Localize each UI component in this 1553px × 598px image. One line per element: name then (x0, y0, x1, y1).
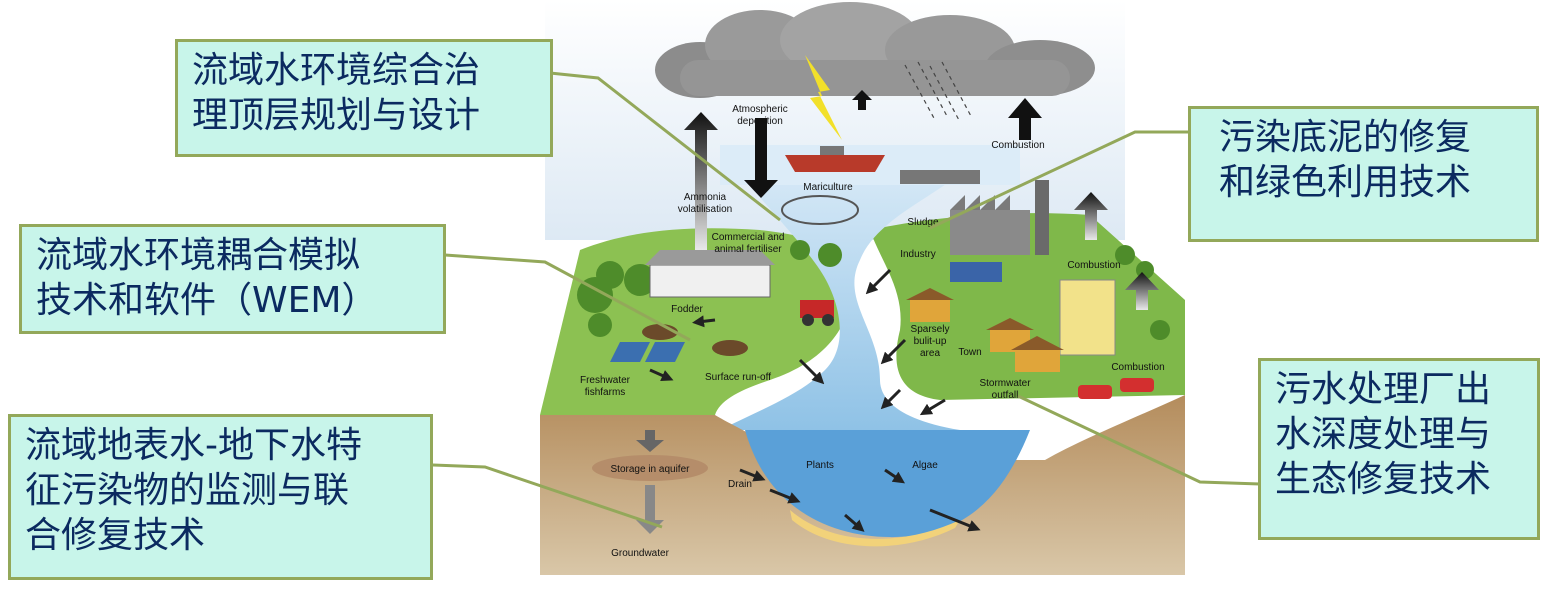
label-industry: Industry (900, 249, 936, 260)
farm-roof (645, 250, 775, 265)
label-atmospheric: Atmospheric (732, 104, 788, 115)
label-combustion-mid: Combustion (1067, 260, 1120, 271)
label-deposition: deposition (737, 116, 783, 127)
sediment (790, 510, 960, 547)
truck (950, 262, 1002, 282)
label-mariculture: Mariculture (803, 182, 853, 193)
label-ammonia: Ammonia (684, 192, 727, 203)
label-outfall: outfall (992, 390, 1019, 401)
cows (642, 324, 748, 356)
leader-bottom-left (432, 463, 663, 529)
callout-effluent-treatment: 污水处理厂出 水深度处理与 生态修复技术 (1258, 358, 1540, 540)
farm-building (649, 264, 771, 298)
lake (745, 430, 1030, 538)
label-builtup: bulit-up (914, 336, 947, 347)
leader-lines (432, 71, 1261, 529)
label-fertiliser-1: Commercial and (712, 232, 785, 243)
leader-top-left (549, 71, 781, 222)
label-freshwater: Freshwater (580, 375, 631, 386)
label-area: area (920, 348, 940, 359)
aquifer (592, 455, 708, 481)
rain (904, 61, 973, 123)
cars (1078, 378, 1154, 399)
label-groundwater: Groundwater (611, 548, 669, 559)
ship (785, 155, 885, 172)
houses (906, 288, 1064, 372)
leader-top-right (929, 130, 1190, 230)
tractor (800, 300, 834, 318)
callout-watershed-planning: 流域水环境综合治 理顶层规划与设计 (175, 39, 553, 157)
flow-arrows (649, 268, 981, 532)
fish-cage (781, 195, 859, 225)
callout-groundwater-remediation: 流域地表水-地下水特 征污染物的监测与联 合修复技术 (8, 414, 433, 580)
label-sparsely: Sparsely (911, 324, 950, 335)
label-volatilisation: volatilisation (678, 204, 732, 215)
diagram-labels: Atmospheric deposition Combustion Maricu… (580, 104, 1165, 559)
apartment (1059, 279, 1116, 356)
label-combustion-low: Combustion (1111, 362, 1164, 373)
lightning-bolt (805, 55, 842, 140)
leader-mid-left (444, 253, 691, 342)
label-combustion-top: Combustion (991, 140, 1044, 151)
label-fertiliser-2: animal fertiliser (714, 244, 782, 255)
label-storage-aquifer: Storage in aquifer (611, 464, 691, 475)
label-sludge: Sludge (907, 217, 939, 228)
factory (950, 180, 1049, 255)
river (720, 150, 980, 430)
label-plants: Plants (806, 460, 834, 471)
callout-coupled-simulation: 流域水环境耦合模拟 技术和软件（WEM） (19, 224, 446, 334)
label-surface-runoff: Surface run-off (705, 372, 771, 383)
leader-bottom-right (1017, 394, 1261, 486)
trees-left (577, 240, 842, 337)
label-drain: Drain (728, 479, 752, 490)
label-fodder: Fodder (671, 304, 703, 315)
label-algae: Algae (912, 460, 938, 471)
callout-sediment-remediation: 污染底泥的修复 和绿色利用技术 (1188, 106, 1539, 242)
label-fishfarms: fishfarms (585, 387, 626, 398)
label-town: Town (958, 347, 981, 358)
label-stormwater: Stormwater (979, 378, 1031, 389)
flux-arrows (636, 90, 1159, 534)
cloud (655, 2, 1095, 98)
solar-panels (610, 342, 685, 362)
barge (900, 170, 980, 184)
